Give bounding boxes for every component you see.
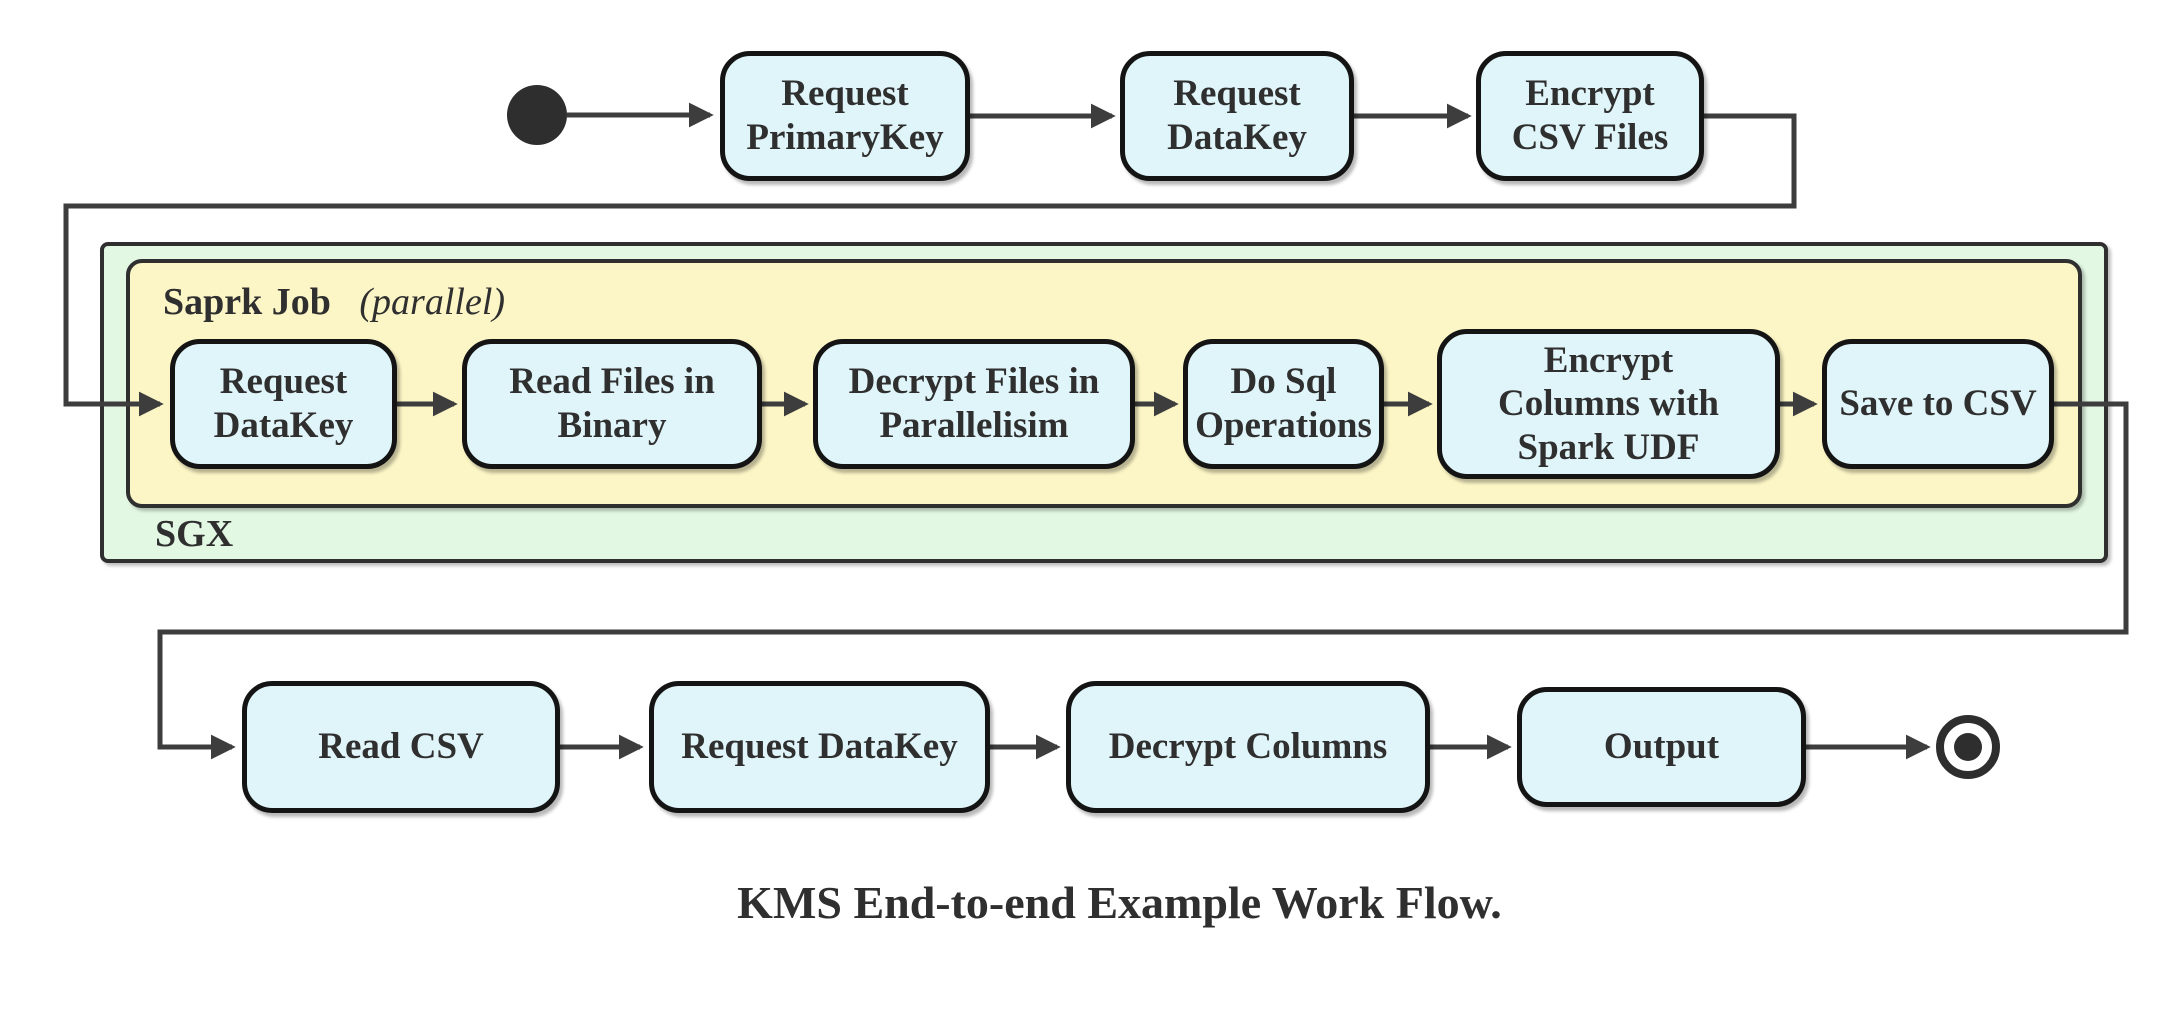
node-label: Read CSV <box>318 726 484 768</box>
node-label: Request DataKey <box>681 726 958 768</box>
sgx-label: SGX <box>155 513 234 555</box>
node-decrypt-columns: Decrypt Columns <box>1066 681 1430 813</box>
spark-job-title: Saprk Job <box>163 281 331 323</box>
node-save-to-csv: Save to CSV <box>1822 339 2054 469</box>
spark-job-qualifier: (parallel) <box>359 281 506 323</box>
spark-job-label: Saprk Job (parallel) <box>163 281 506 324</box>
node-label: Decrypt Files in Parallelisim <box>848 361 1100 446</box>
node-read-csv: Read CSV <box>242 681 560 813</box>
node-request-datakey-bottom: Request DataKey <box>649 681 990 813</box>
end-node-dot <box>1954 733 1982 761</box>
node-read-files-binary: Read Files in Binary <box>462 339 762 469</box>
node-label: Request PrimaryKey <box>746 73 944 158</box>
node-encrypt-csv-files: Encrypt CSV Files <box>1476 51 1704 181</box>
node-label: Do Sql Operations <box>1195 361 1372 446</box>
node-output: Output <box>1517 687 1806 807</box>
node-label: Request DataKey <box>1167 73 1307 158</box>
node-label: Read Files in Binary <box>509 361 715 446</box>
node-do-sql-operations: Do Sql Operations <box>1183 339 1384 469</box>
node-label: Encrypt CSV Files <box>1511 73 1669 158</box>
node-label: Request DataKey <box>213 361 354 446</box>
node-label: Encrypt Columns with Spark UDF <box>1497 339 1720 468</box>
node-request-primarykey: Request PrimaryKey <box>720 51 970 181</box>
start-node <box>507 85 567 145</box>
diagram-caption: KMS End-to-end Example Work Flow. <box>737 877 1502 928</box>
node-request-datakey-top: Request DataKey <box>1120 51 1354 181</box>
node-decrypt-files-parallelism: Decrypt Files in Parallelisim <box>813 339 1135 469</box>
node-label: Decrypt Columns <box>1108 726 1388 768</box>
node-label: Output <box>1603 726 1720 768</box>
node-label: Save to CSV <box>1839 383 2037 425</box>
end-node <box>1936 715 2000 779</box>
node-request-datakey-sgx: Request DataKey <box>170 339 397 469</box>
node-encrypt-columns-spark-udf: Encrypt Columns with Spark UDF <box>1437 329 1780 479</box>
